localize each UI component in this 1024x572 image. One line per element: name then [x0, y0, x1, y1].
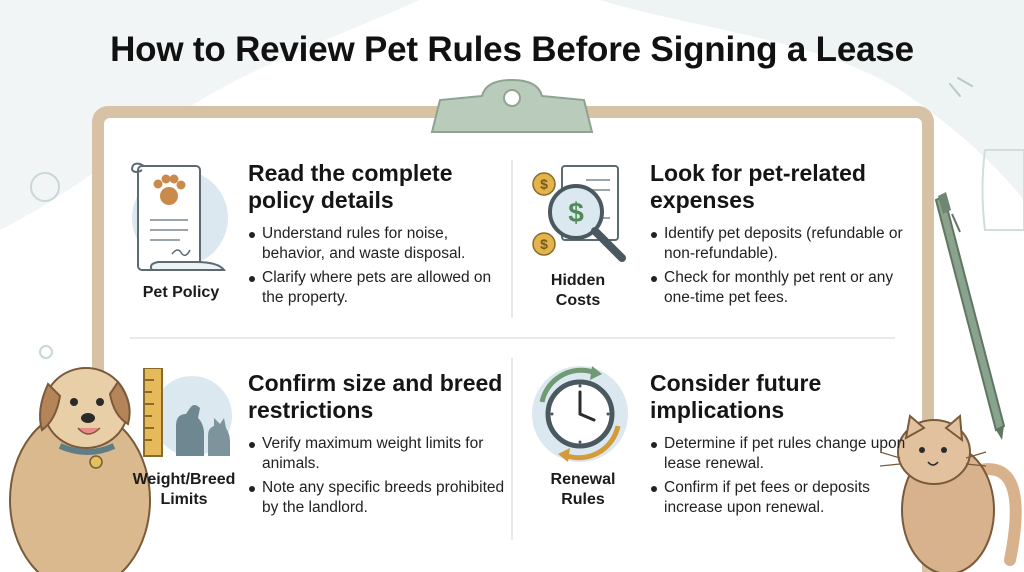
weight-breed-ruler-icon: [143, 368, 232, 457]
pen-icon: [934, 192, 1006, 440]
pet-policy-document-icon: [131, 162, 228, 271]
svg-text:$: $: [540, 176, 548, 192]
weight-breed-label: Weight/Breed Limits: [132, 471, 236, 508]
svg-text:$: $: [540, 236, 548, 252]
bullet-list: Determine if pet rules change upon lease…: [650, 434, 912, 518]
bullet-list: Identify pet deposits (refundable or non…: [650, 224, 912, 308]
dog-illustration: [9, 367, 151, 572]
bullet-item: Note any specific breeds prohibited by t…: [248, 478, 510, 518]
bullet-list: Understand rules for noise, behavior, an…: [248, 224, 510, 308]
bullet-item: Understand rules for noise, behavior, an…: [248, 224, 510, 264]
bullet-item: Verify maximum weight limits for animals…: [248, 434, 510, 474]
bullet-item: Clarify where pets are allowed on the pr…: [248, 268, 510, 308]
section-renewal-rules: Consider future implications Determine i…: [650, 370, 912, 522]
renewal-rules-label: Renewal Rules: [550, 471, 616, 508]
renewal-clock-icon: [532, 366, 628, 462]
section-heading: Confirm size and breed restrictions: [248, 370, 503, 423]
bullet-item: Check for monthly pet rent or any one-ti…: [650, 268, 912, 308]
bullet-list: Verify maximum weight limits for animals…: [248, 434, 510, 518]
pet-policy-label: Pet Policy: [142, 284, 220, 301]
svg-text:$: $: [568, 197, 584, 228]
page-title: How to Review Pet Rules Before Signing a…: [110, 30, 914, 69]
bullet-item: Determine if pet rules change upon lease…: [650, 434, 912, 474]
section-hidden-costs: Look for pet-related expenses Identify p…: [650, 160, 912, 312]
hidden-costs-magnifier-icon: $ $ $: [532, 165, 626, 262]
section-heading: Look for pet-related expenses: [650, 160, 866, 213]
section-pet-policy: Read the complete policy details Underst…: [248, 160, 510, 312]
hidden-costs-label: Hidden Costs: [550, 272, 606, 309]
bullet-item: Confirm if pet fees or deposits increase…: [650, 478, 912, 518]
section-heading: Read the complete policy details: [248, 160, 453, 213]
bullet-item: Identify pet deposits (refundable or non…: [650, 224, 912, 264]
section-heading: Consider future implications: [650, 370, 822, 423]
cat-illustration: [879, 413, 1022, 572]
section-weight-breed: Confirm size and breed restrictions Veri…: [248, 370, 510, 522]
